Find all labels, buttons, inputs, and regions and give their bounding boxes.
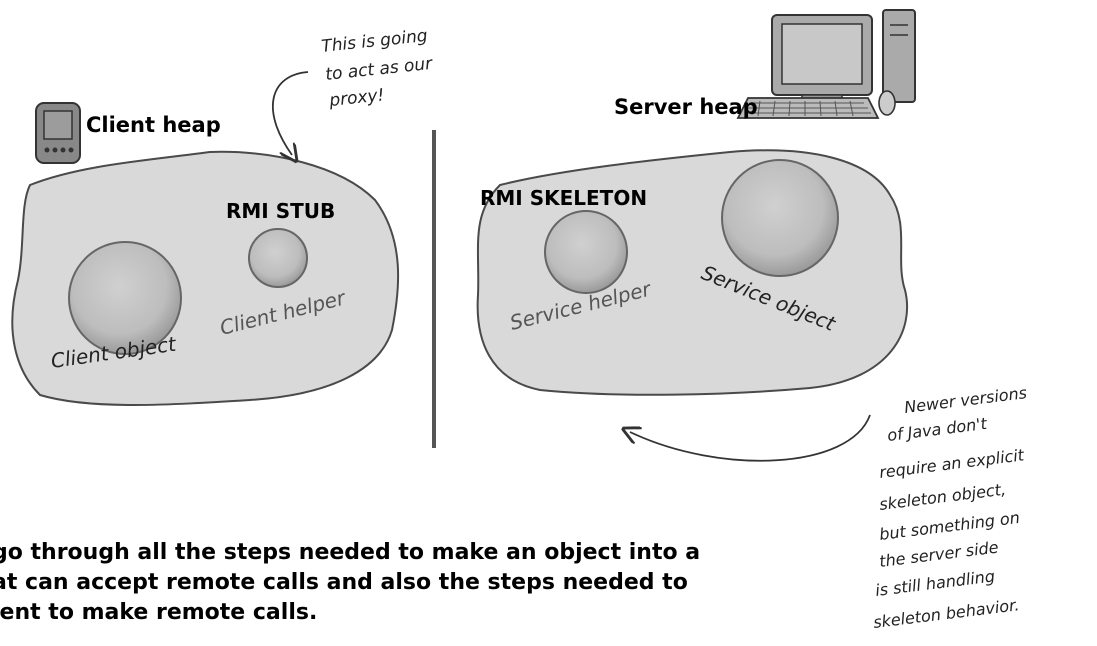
client-helper-sphere <box>248 228 308 288</box>
proxy-note: This is going to act as our proxy! <box>320 26 434 111</box>
client-heap-label: Client heap <box>86 113 221 137</box>
skeleton-note: Newer versions of Java don't require an … <box>872 383 1028 632</box>
skeleton-note-line-6: the server side <box>878 537 999 570</box>
skeleton-note-line-5: but something on <box>878 508 1021 544</box>
service-helper-sphere <box>544 210 628 294</box>
rmi-skeleton-label: RMI SKELETON <box>480 186 647 210</box>
body-text-line-3: ient to make remote calls. <box>0 600 318 625</box>
skeleton-note-line-7: is still handling <box>874 566 996 600</box>
rmi-stub-label: RMI STUB <box>226 199 335 223</box>
server-heap-label: Server heap <box>614 95 758 119</box>
pda-icon <box>35 102 81 164</box>
skeleton-arrow <box>630 414 871 462</box>
skeleton-note-line-8: skeleton behavior. <box>872 595 1020 632</box>
proxy-arrow <box>271 71 309 155</box>
service-object-sphere <box>721 159 839 277</box>
client-object-sphere <box>68 241 182 355</box>
skeleton-note-line-3: require an explicit <box>878 445 1026 482</box>
body-text-line-1: go through all the steps needed to make … <box>0 540 701 565</box>
skeleton-note-line-1: Newer versions <box>903 383 1028 417</box>
proxy-note-line-2: to act as our <box>324 54 434 85</box>
skeleton-note-line-2: of Java don't <box>886 414 988 445</box>
proxy-note-line-1: This is going <box>320 26 428 57</box>
skeleton-note-line-4: skeleton object, <box>878 480 1007 514</box>
body-text-line-2: at can accept remote calls and also the … <box>0 570 688 595</box>
proxy-note-line-3: proxy! <box>327 85 385 111</box>
desktop-computer-icon <box>736 9 916 119</box>
